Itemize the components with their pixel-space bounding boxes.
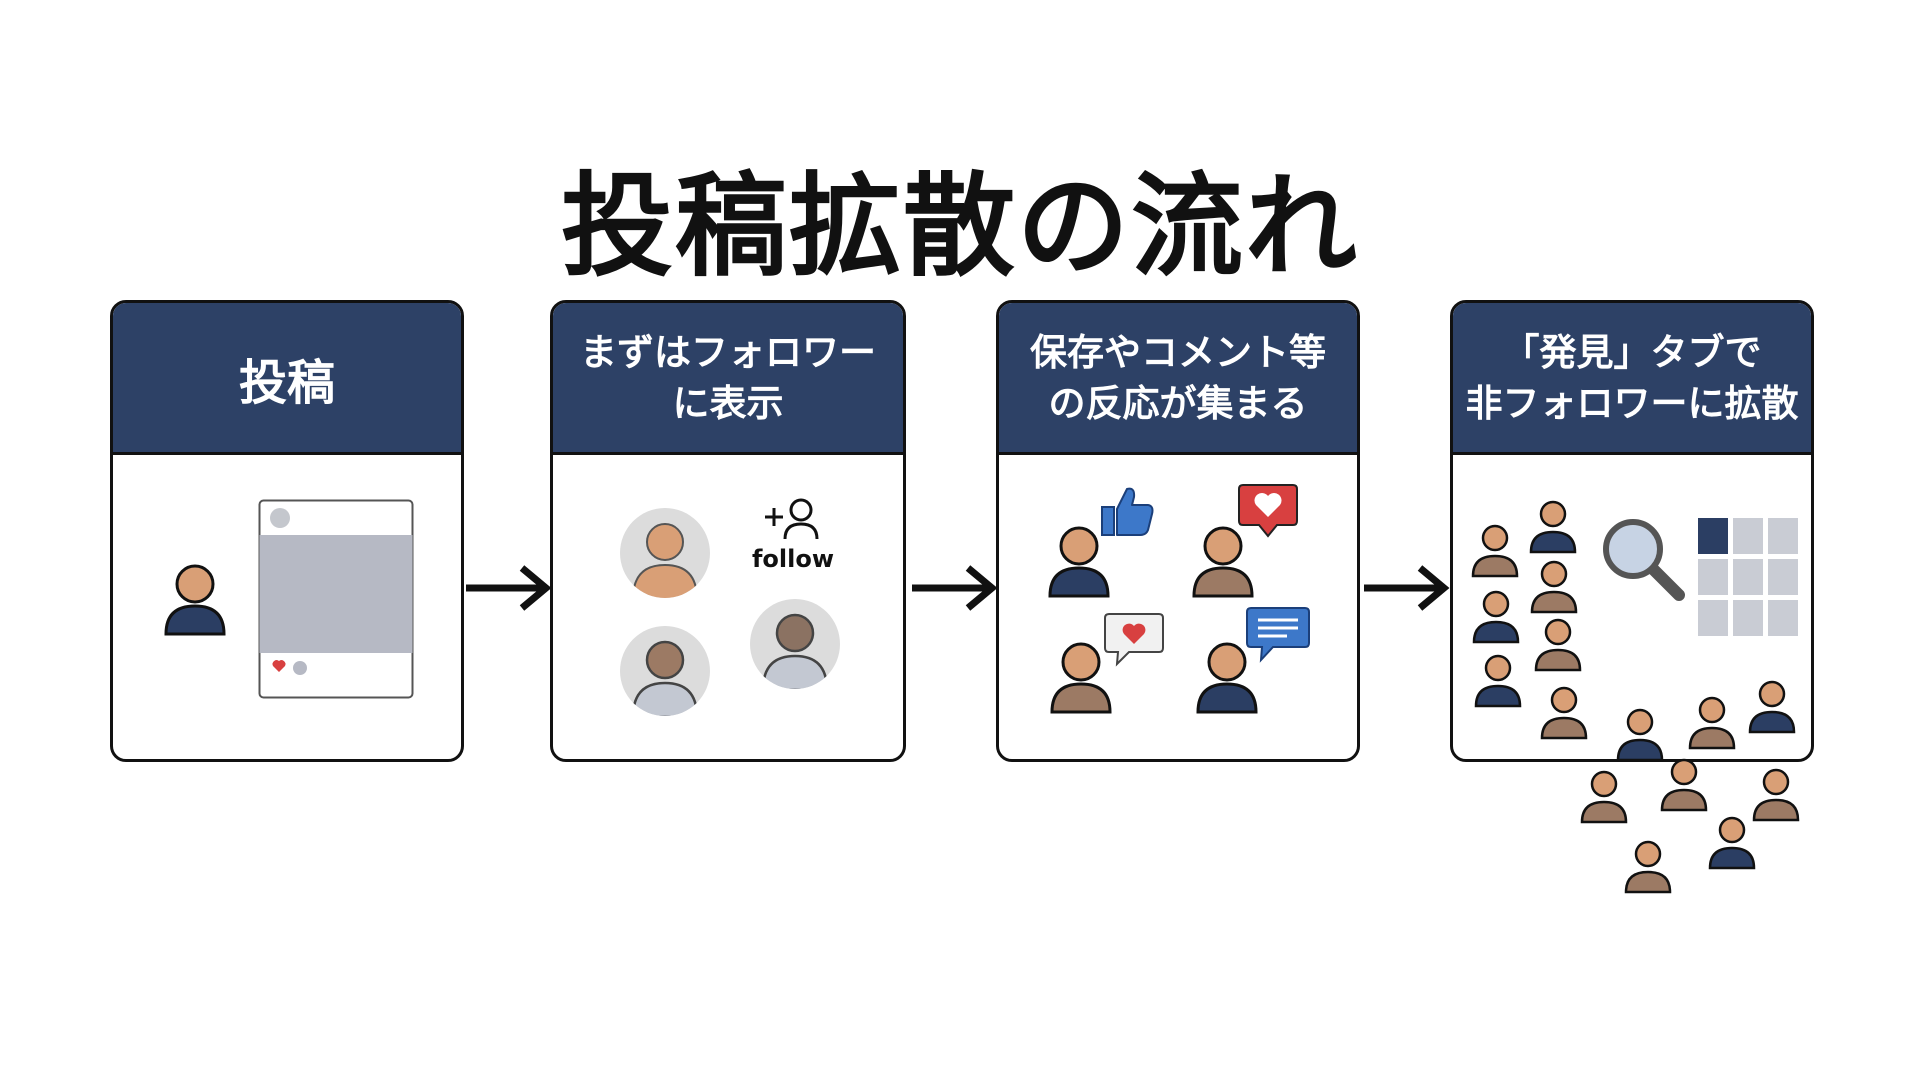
step-label: 保存やコメント等: [1030, 330, 1326, 374]
follower-avatar-icon: [620, 508, 710, 598]
step-body: [1453, 455, 1811, 759]
person-icon: [1196, 642, 1258, 714]
heart-icon: [1238, 484, 1298, 538]
thumbs-up-icon: [1101, 487, 1154, 536]
step-header: 投稿: [113, 303, 461, 455]
step-reactions: 保存やコメント等 の反応が集まる: [996, 300, 1360, 762]
arrow-icon: [1364, 565, 1450, 611]
arrow-icon: [912, 565, 998, 611]
step-body: follow: [553, 455, 903, 759]
arrow-icon: [466, 565, 552, 611]
person-icon: [1192, 526, 1254, 598]
step-label: 投稿: [238, 354, 335, 411]
step-header: 保存やコメント等 の反応が集まる: [999, 303, 1357, 455]
step-label: 非フォロワーに拡散: [1465, 381, 1799, 425]
post-card-icon: [258, 499, 414, 699]
step-followers: まずはフォロワー に表示: [550, 300, 906, 762]
step-header: 「発見」タブで 非フォロワーに拡散: [1453, 303, 1811, 455]
grid-icon: [1698, 518, 1798, 636]
follow-add-icon: [765, 498, 819, 540]
person-icon: [1050, 642, 1112, 714]
magnifier-icon: [1603, 519, 1685, 601]
chat-bubble-icon: [1246, 607, 1310, 663]
person-icon: [1048, 526, 1110, 598]
person-icon: [164, 564, 226, 636]
step-discover: 「発見」タブで 非フォロワーに拡散: [1450, 300, 1814, 762]
step-body: [999, 455, 1357, 759]
step-post: 投稿: [110, 300, 464, 762]
step-header: まずはフォロワー に表示: [553, 303, 903, 455]
step-label: に表示: [672, 381, 784, 425]
step-label: まずはフォロワー: [580, 330, 876, 374]
follower-avatar-icon: [620, 626, 710, 716]
step-label: 「発見」タブで: [1502, 330, 1762, 374]
step-label: の反応が集まる: [1048, 381, 1308, 425]
step-body: [113, 455, 461, 759]
crowd-icon: [1471, 500, 1800, 894]
follower-avatar-icon: [750, 599, 840, 689]
comment-heart-icon: [1104, 613, 1164, 667]
follow-label: follow: [751, 545, 835, 573]
page-title: 投稿拡散の流れ: [561, 162, 1359, 293]
